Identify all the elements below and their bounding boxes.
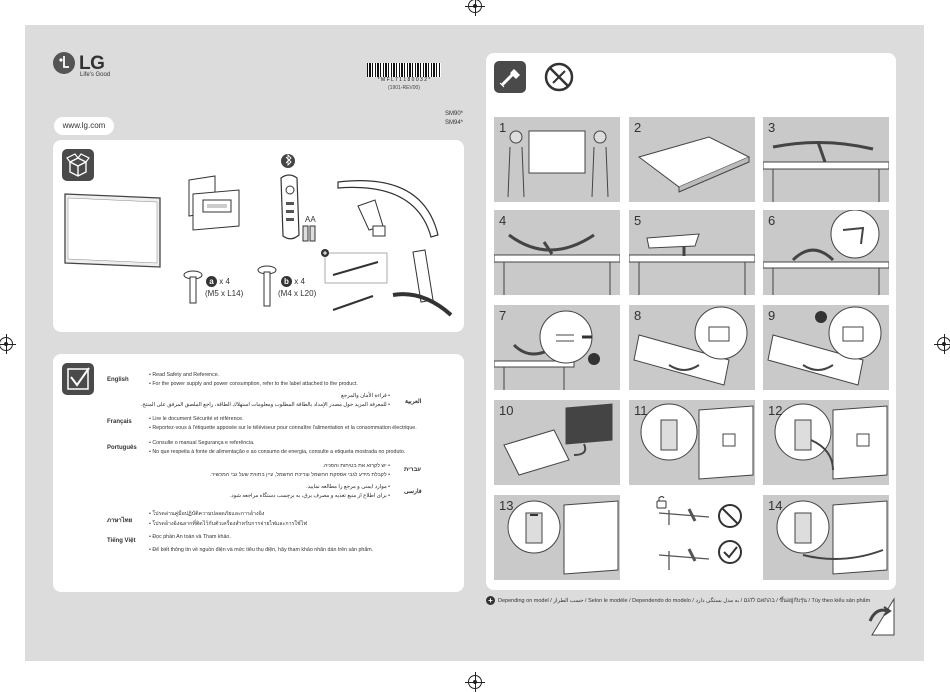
step-4: 4: [494, 210, 620, 295]
lang-hebrew-line-2: • לקבלת מידע לגבי אספקת החשמל וצריכת החש…: [209, 472, 390, 478]
model-number-1: SM90*: [445, 111, 464, 117]
step-5: 5: [629, 210, 755, 295]
step-9: 9: [763, 305, 889, 390]
battery-label: AA: [305, 215, 316, 224]
step-2: 2: [629, 117, 755, 202]
step-7: 7: [494, 305, 620, 390]
box-contents-illustrations: [64, 153, 453, 317]
step-6-number: 6: [768, 213, 776, 228]
step-3-number: 3: [768, 120, 776, 135]
screw-a-badge: a: [206, 276, 217, 287]
lang-hebrew-name: עברית: [404, 467, 422, 473]
step-11: 11: [629, 400, 755, 485]
step-8-number: 8: [634, 308, 642, 323]
lang-thai-line-2: • โปรดอ้างอิงฉลากที่ติดไว้กับตัวเครื่องส…: [149, 521, 307, 527]
lang-vietnamese-line-2: • Để biết thông tin về nguồn điện và mức…: [149, 547, 374, 553]
lang-arabic-line-1: • قراءة الأمان والمرجع: [340, 393, 390, 399]
step-10: 10: [494, 400, 620, 485]
step-12-number: 12: [768, 403, 783, 418]
brand-tagline: Life's Good: [80, 72, 111, 78]
lang-portuguese-line-2: • No que respeita à fonte de alimentação…: [149, 449, 406, 455]
lang-vietnamese-name: Tiếng Việt: [107, 538, 136, 544]
step-14: 14: [763, 495, 889, 580]
step-8: 8: [629, 305, 755, 390]
lang-persian-line-2: • برای اطلاع از منبع تغذیه و مصرف برق، ب…: [229, 493, 390, 499]
cable-tie-options: [629, 495, 755, 580]
manuals-illustration: [188, 175, 240, 231]
lang-thai-line-1: • โปรดอ่านคู่มือปฏิบัติความปลอดภัยและการ…: [149, 511, 265, 517]
registration-mark-bottom: [465, 672, 485, 692]
step-13: 13: [494, 495, 620, 580]
step-4-number: 4: [499, 213, 507, 228]
step-14-number: 14: [768, 498, 783, 513]
screw-a-illustration: [183, 270, 203, 304]
screw-a-spec: (M5 x L14): [205, 289, 244, 298]
safety-check-icon: [62, 363, 94, 395]
step-13-number: 13: [499, 498, 514, 513]
step-3: 3: [763, 117, 889, 202]
step-9-number: 9: [768, 308, 776, 323]
model-number-2: SM94*: [445, 120, 464, 126]
screw-b-badge: b: [281, 276, 292, 287]
lang-persian-line-1: • موارد ایمنی و مرجع را مطالعه نمایید.: [306, 484, 390, 490]
lang-english-line-2: • For the power supply and power consump…: [149, 381, 358, 387]
box-contents-icon: [62, 149, 94, 181]
website-label[interactable]: www.lg.com: [54, 117, 114, 135]
lang-arabic-line-2: • للمعرفة المزيد حول مصدر الإمداد بالطاق…: [140, 402, 390, 408]
safety-panel: [53, 354, 464, 592]
lang-arabic-name: العربية: [405, 399, 422, 405]
screw-b-spec: (M4 x L20): [278, 289, 317, 298]
magic-remote-illustration: [280, 174, 300, 240]
lang-french-name: Français: [107, 419, 132, 425]
screw-b-qty: x 4: [294, 277, 305, 286]
screw-a-label: a x 4: [206, 276, 230, 287]
step-7-number: 7: [499, 308, 507, 323]
registration-mark-left: [0, 334, 16, 354]
tv-illustration: [64, 193, 161, 268]
lang-thai-name: ภาษาไทย: [107, 518, 133, 524]
step-5-number: 5: [634, 213, 642, 228]
no-sharp-object-icon: [543, 61, 575, 93]
registration-mark-right: [934, 334, 950, 354]
lang-english-line-1: • Read Safety and Reference.: [149, 372, 220, 378]
cleaning-brush-icon: [494, 61, 526, 93]
lg-face-icon: [53, 52, 75, 74]
registration-mark-top: [465, 0, 485, 16]
lang-vietnamese-line-1: • Đọc phần An toàn và Tham khảo.: [149, 534, 231, 540]
step-10-number: 10: [499, 403, 514, 418]
lang-french-line-2: • Reportez-vous à l'étiquette apposée su…: [149, 425, 417, 431]
screw-b-illustration: [257, 265, 277, 307]
step-12: 12: [763, 400, 889, 485]
barcode-code: (1901-REV00): [388, 85, 420, 91]
depending-on-model-note: Depending on model / حسب الطراز / Selon …: [498, 598, 871, 604]
screw-a-qty: x 4: [219, 277, 230, 286]
lang-french-line-1: • Lire le document Sécurité et référence…: [149, 416, 244, 422]
barcode: [367, 63, 441, 77]
step-6: 6: [763, 210, 889, 295]
step-2-number: 2: [634, 120, 642, 135]
brand-name: LG: [79, 53, 105, 74]
page-turn-icon: [866, 597, 898, 637]
lang-portuguese-name: Português: [107, 445, 137, 451]
barcode-text: * M F L 7 1 1 8 0 0 3 2 *: [377, 77, 431, 83]
step-1-number: 1: [499, 120, 507, 135]
lang-portuguese-line-1: • Consulte o manual Segurança e referênc…: [149, 440, 255, 446]
lang-hebrew-line-1: • יש לקרוא את בטיחות והפניה.: [322, 463, 390, 469]
stand-arc-illustration: [337, 180, 439, 238]
step-1: 1: [494, 117, 620, 202]
depending-plus-icon: +: [486, 596, 495, 605]
lang-persian-name: فارسی: [404, 489, 422, 495]
screw-b-label: b x 4: [281, 276, 305, 287]
lang-english-name: English: [107, 377, 129, 383]
step-11-number: 11: [634, 403, 648, 418]
